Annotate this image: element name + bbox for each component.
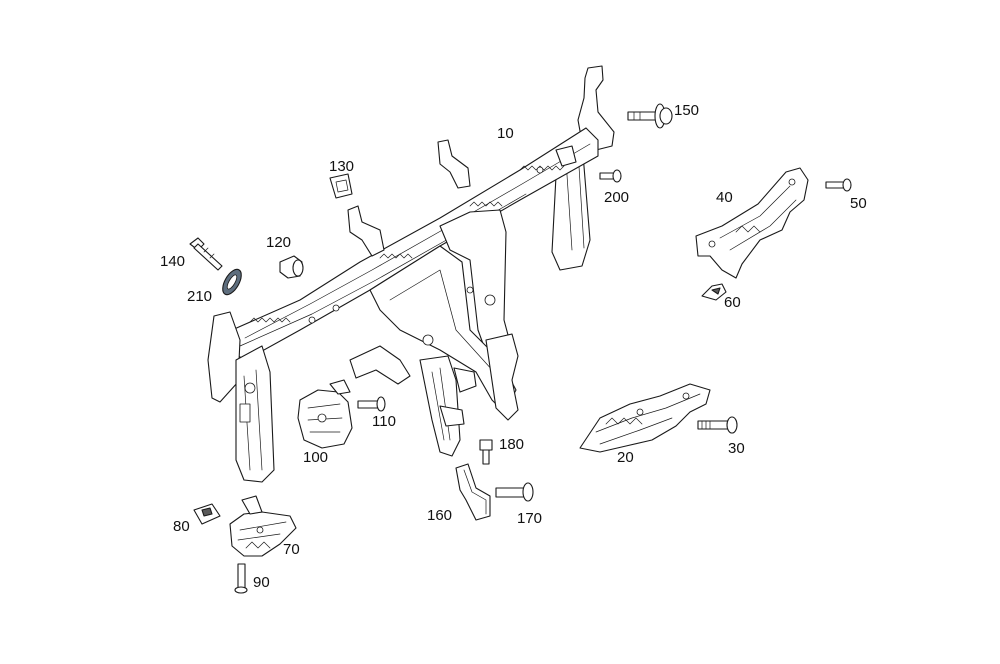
callout-130: 130 <box>329 158 354 175</box>
part-160-strap-bracket[interactable] <box>455 463 491 521</box>
callout-10: 10 <box>497 125 514 142</box>
part-130-clip[interactable] <box>329 173 353 199</box>
callout-150: 150 <box>674 102 699 119</box>
callout-30: 30 <box>728 440 745 457</box>
callout-60: 60 <box>724 294 741 311</box>
callout-200: 200 <box>604 189 629 206</box>
part-140-bolt[interactable] <box>189 237 223 271</box>
part-170-bolt[interactable] <box>495 482 534 502</box>
part-40-right-bracket[interactable] <box>695 167 809 279</box>
part-150-flange-bolt[interactable] <box>627 103 673 129</box>
part-70-lower-bracket[interactable] <box>229 495 297 557</box>
part-30-bolt[interactable] <box>697 416 738 434</box>
part-80-clip-nut[interactable] <box>193 503 221 525</box>
callout-160: 160 <box>427 507 452 524</box>
callout-120: 120 <box>266 234 291 251</box>
part-10-cross-car-beam[interactable] <box>207 65 615 483</box>
part-60-clip[interactable] <box>701 283 727 301</box>
part-90-bolt[interactable] <box>234 563 248 594</box>
part-100-bracket[interactable] <box>297 379 353 449</box>
callout-40: 40 <box>716 189 733 206</box>
callout-140: 140 <box>160 253 185 270</box>
callout-80: 80 <box>173 518 190 535</box>
callout-50: 50 <box>850 195 867 212</box>
callout-20: 20 <box>617 449 634 466</box>
part-20-lower-bracket[interactable] <box>579 383 711 453</box>
callout-170: 170 <box>517 510 542 527</box>
callout-90: 90 <box>253 574 270 591</box>
part-180-stud[interactable] <box>479 439 493 465</box>
callout-100: 100 <box>303 449 328 466</box>
callout-110: 110 <box>372 413 396 430</box>
callout-70: 70 <box>283 541 300 558</box>
part-210-washer[interactable] <box>219 266 245 297</box>
part-120-grommet[interactable] <box>279 255 304 279</box>
part-50-screw[interactable] <box>825 178 852 192</box>
callout-210: 210 <box>187 288 212 305</box>
callout-180: 180 <box>499 436 524 453</box>
part-110-bolt[interactable] <box>357 396 386 412</box>
part-200-screw[interactable] <box>599 169 622 183</box>
